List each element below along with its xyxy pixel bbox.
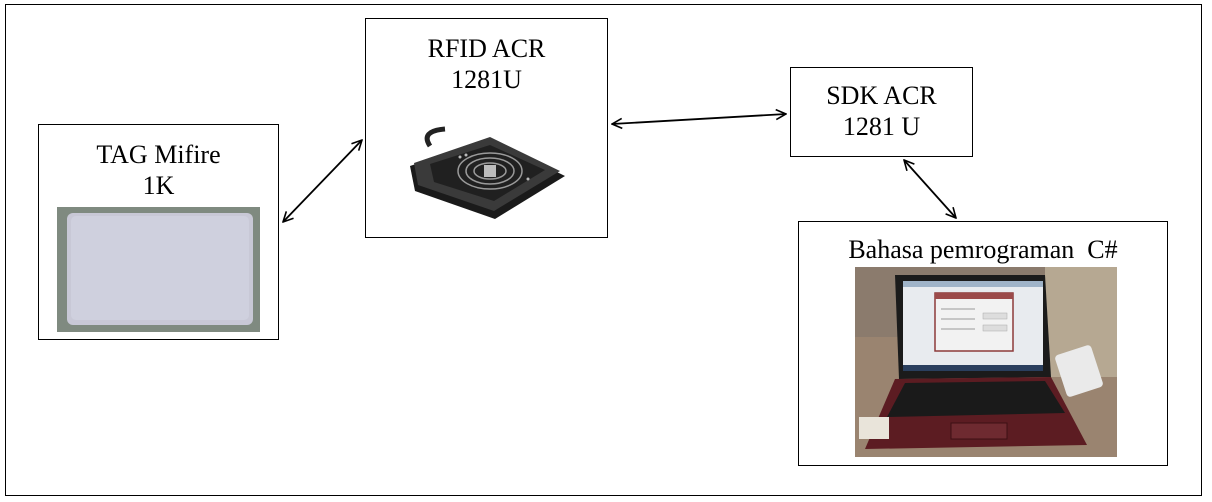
node-tag-line2: 1K bbox=[142, 171, 175, 200]
laptop-photo-icon bbox=[855, 267, 1117, 457]
node-sdk-title: SDK ACR 1281 U bbox=[791, 68, 972, 142]
node-tag-line1: TAG Mifire bbox=[96, 140, 221, 169]
node-csharp-title: Bahasa pemrograman C# bbox=[799, 222, 1167, 265]
node-sdk: SDK ACR 1281 U bbox=[790, 67, 973, 157]
node-rfid-title: RFID ACR 1281U bbox=[366, 19, 607, 95]
node-sdk-line1: SDK ACR bbox=[826, 81, 937, 110]
node-csharp-line1: Bahasa pemrograman C# bbox=[848, 235, 1118, 264]
node-rfid-line2: 1281U bbox=[451, 65, 522, 94]
rfid-card-photo-icon bbox=[57, 207, 260, 332]
card-reader-photo-icon bbox=[410, 126, 565, 219]
diagram-frame bbox=[5, 4, 1202, 496]
node-csharp: Bahasa pemrograman C# bbox=[798, 221, 1168, 466]
node-rfid-line1: RFID ACR bbox=[427, 34, 546, 63]
node-tag-mifire: TAG Mifire 1K bbox=[38, 124, 279, 340]
node-tag-title: TAG Mifire 1K bbox=[39, 125, 278, 201]
node-rfid-reader: RFID ACR 1281U bbox=[365, 18, 608, 238]
node-sdk-line2: 1281 U bbox=[842, 112, 921, 141]
